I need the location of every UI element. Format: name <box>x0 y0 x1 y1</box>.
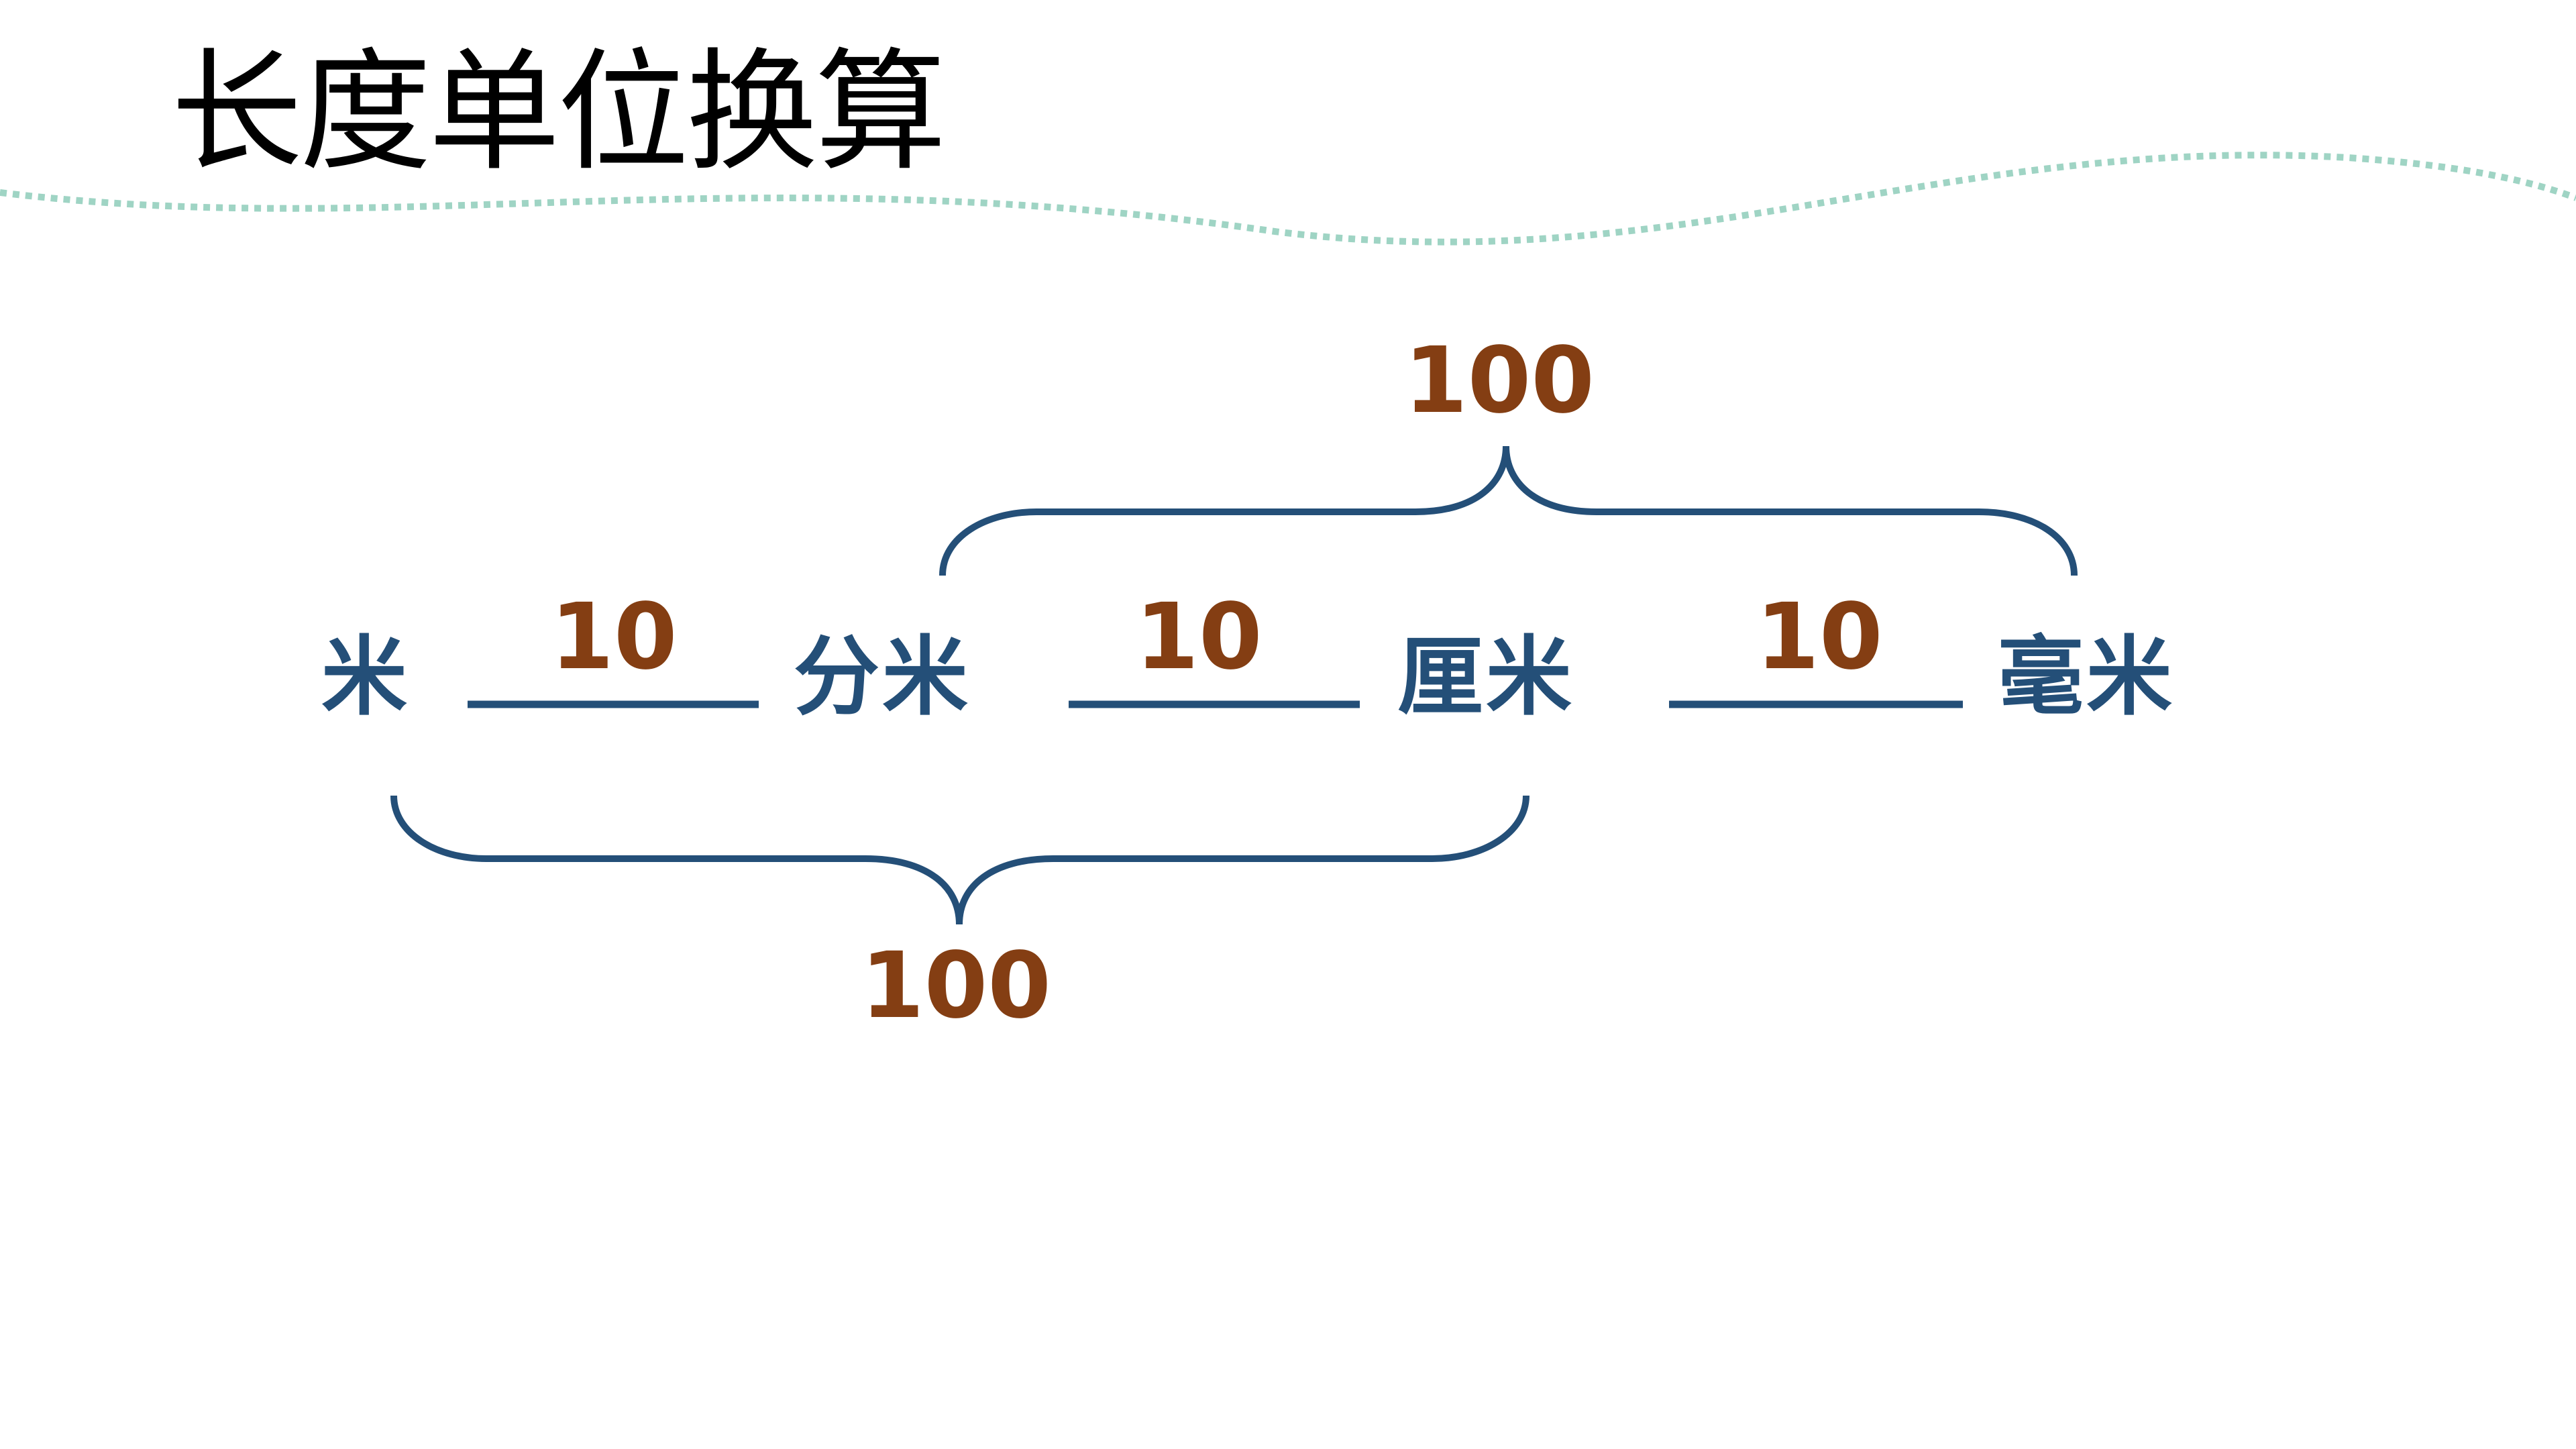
page-title: 长度单位换算 <box>171 36 947 189</box>
bottom-brace-factor: 100 <box>861 933 1051 1039</box>
factor-decimeter-to-centimeter: 10 <box>1135 584 1263 690</box>
dotted-wave-divider <box>0 152 2576 246</box>
unit-meter: 米 <box>321 627 411 727</box>
factor-meter-to-decimeter: 10 <box>550 584 678 690</box>
unit-decimeter: 分米 <box>793 627 971 727</box>
unit-centimeter: 厘米 <box>1397 627 1575 727</box>
factor-centimeter-to-millimeter: 10 <box>1756 584 1883 690</box>
unit-millimeter: 毫米 <box>1997 627 2176 727</box>
top-brace-factor: 100 <box>1404 328 1595 434</box>
top-brace <box>939 445 2078 576</box>
bottom-brace <box>390 795 1529 925</box>
